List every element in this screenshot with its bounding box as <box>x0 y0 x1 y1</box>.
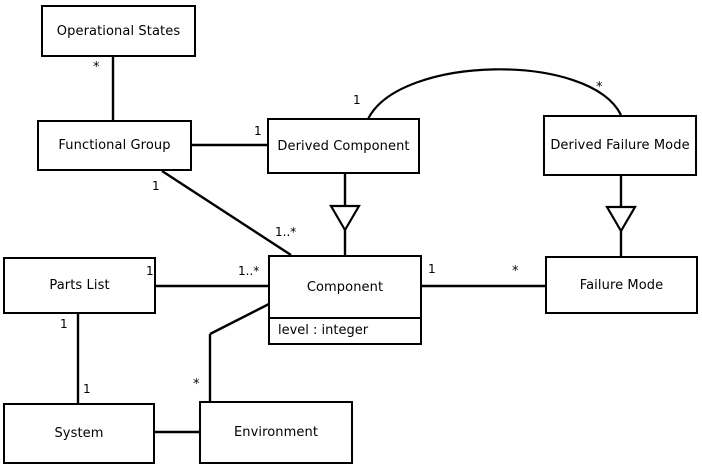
class-name-derived-component: Derived Component <box>277 138 410 154</box>
class-name-derived-failure-mode: Derived Failure Mode <box>550 138 690 153</box>
class-name-environment: Environment <box>233 425 319 440</box>
multiplicity-functional-group-derived-component: 1 <box>254 124 262 138</box>
class-box-parts-list[interactable]: Parts List <box>3 257 156 314</box>
class-attribute-component-level: level : integer <box>270 317 420 343</box>
class-box-derived-failure-mode[interactable]: Derived Failure Mode <box>543 115 697 176</box>
edge-derived-component-derived-failure-mode-arc <box>367 68 622 120</box>
class-box-functional-group[interactable]: Functional Group <box>37 120 192 171</box>
class-name-parts-list: Parts List <box>49 278 110 293</box>
edge-environment-component-diagonal <box>209 302 270 336</box>
class-box-component[interactable]: Component level : integer <box>268 255 422 345</box>
class-name-failure-mode: Failure Mode <box>579 277 664 293</box>
class-box-operational-states[interactable]: Operational States <box>41 5 196 57</box>
multiplicity-parts-list-component-near: 1 <box>146 264 154 278</box>
generalization-triangle-component <box>329 204 361 233</box>
multiplicity-functional-group-component-near: 1 <box>152 179 160 193</box>
class-box-failure-mode[interactable]: Failure Mode <box>545 256 698 314</box>
class-box-derived-component[interactable]: Derived Component <box>267 118 420 174</box>
class-box-environment[interactable]: Environment <box>199 401 353 464</box>
multiplicity-parts-list-system-top: 1 <box>60 317 68 331</box>
multiplicity-operational-states-functional-group: * <box>93 60 100 75</box>
multiplicity-functional-group-component-far: 1..* <box>275 225 297 239</box>
multiplicity-failure-mode-component: * <box>512 264 519 279</box>
multiplicity-component-failure-mode: 1 <box>428 262 436 276</box>
multiplicity-environment-component: * <box>193 377 200 392</box>
multiplicity-derived-component-arc: 1 <box>353 93 361 107</box>
multiplicity-parts-list-component-far: 1..* <box>238 264 260 278</box>
class-name-system: System <box>54 426 104 441</box>
class-box-system[interactable]: System <box>3 403 155 464</box>
class-name-operational-states: Operational States <box>56 23 181 39</box>
class-name-component: Component <box>306 279 384 295</box>
class-name-functional-group: Functional Group <box>58 138 171 153</box>
multiplicity-derived-failure-mode-arc: * <box>596 80 603 95</box>
multiplicity-parts-list-system-bottom: 1 <box>83 382 91 396</box>
edge-functional-group-component <box>161 169 292 257</box>
generalization-triangle-failure-mode <box>605 205 637 234</box>
